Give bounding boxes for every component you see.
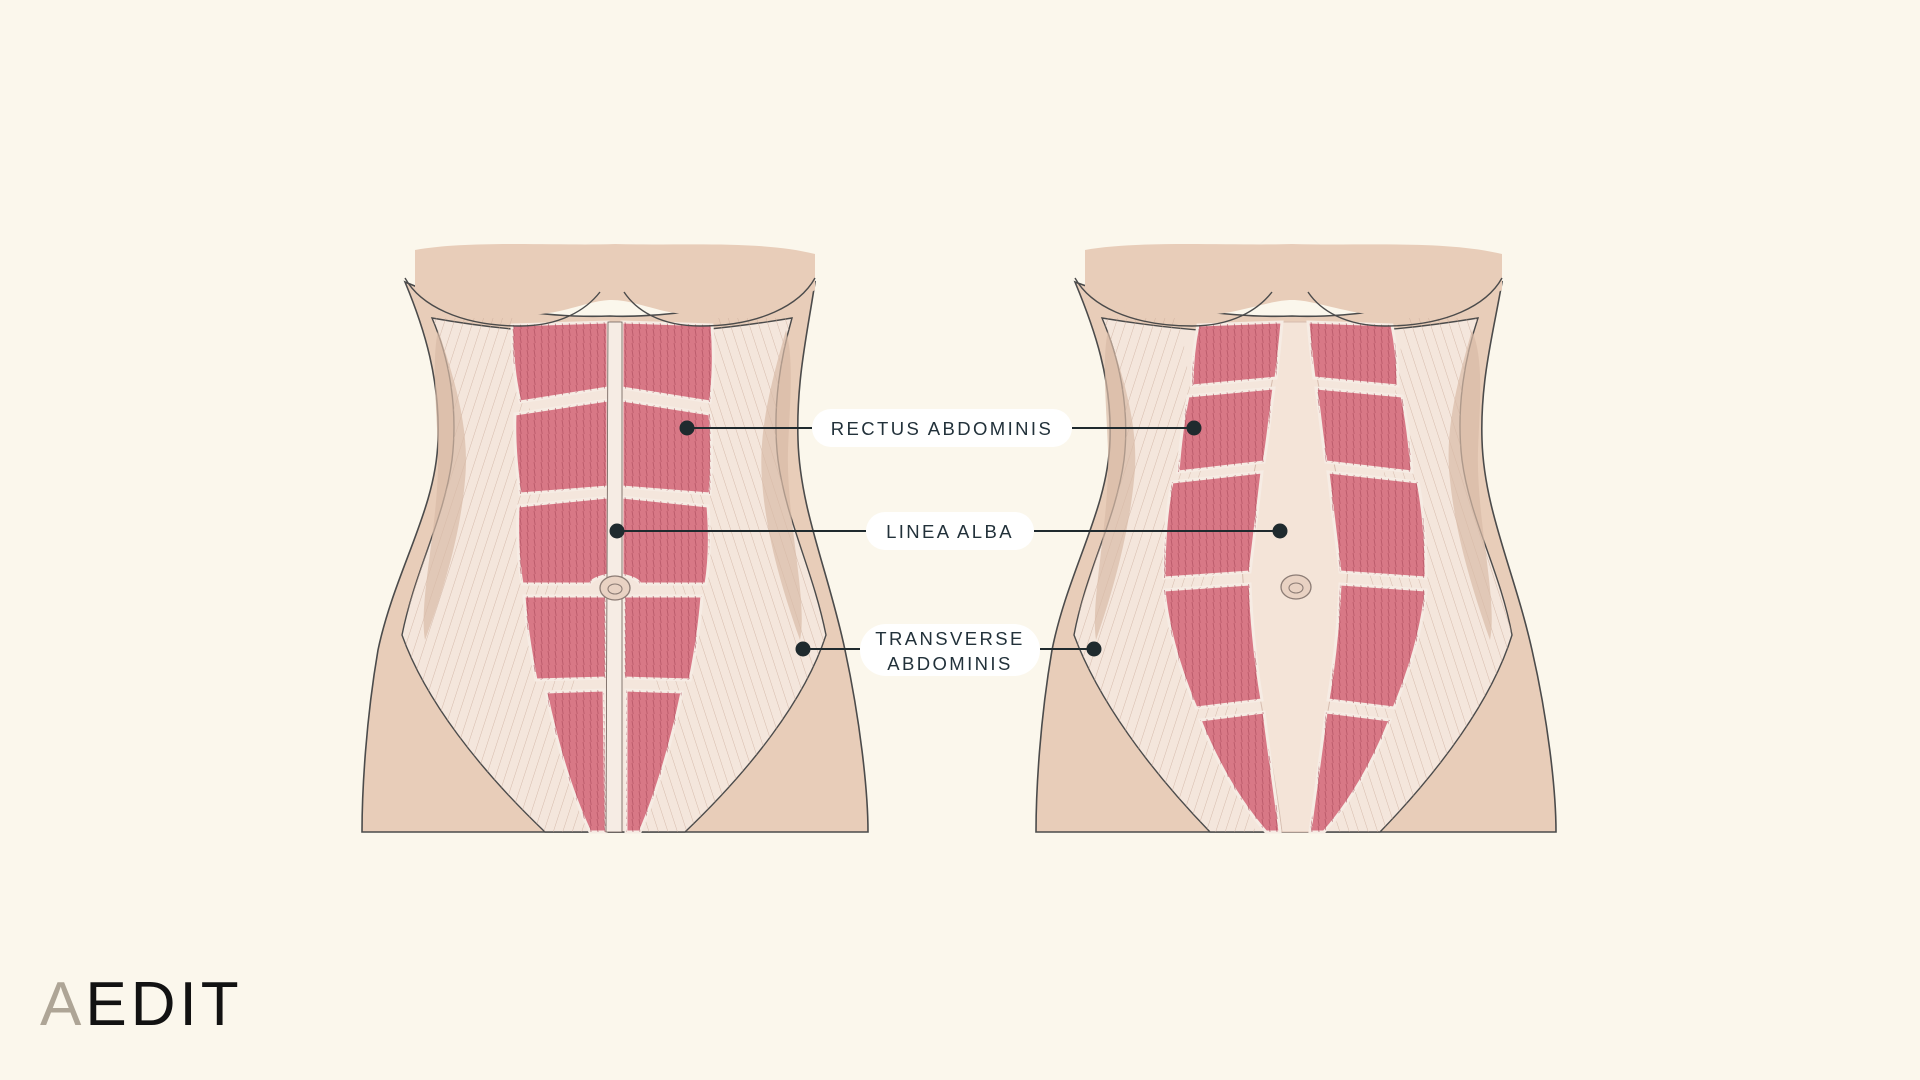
label-text-linea: LINEA ALBA: [886, 521, 1014, 542]
label-rectus-abdominis: RECTUS ABDOMINIS: [679, 409, 1202, 447]
bust-diastasis: [1085, 244, 1502, 316]
bust-normal: [415, 244, 815, 316]
torso-diastasis: [1035, 244, 1557, 834]
rectus-left-column-normal: [510, 320, 610, 834]
navel-diastasis: [1280, 574, 1312, 600]
pointer-linea-diastasis: [1272, 523, 1288, 539]
logo-letter-a: A: [40, 970, 86, 1039]
label-text-transverse-line1: TRANSVERSE: [875, 628, 1024, 649]
pointer-transverse-normal: [795, 641, 811, 657]
label-pill-rectus: [812, 409, 1072, 447]
rectus-left-column-diastasis: [1162, 320, 1284, 834]
pointer-rectus-diastasis: [1186, 420, 1202, 436]
torso-normal: [361, 244, 869, 834]
pointer-rectus-normal: [679, 420, 695, 436]
rectus-right-column-diastasis: [1306, 320, 1428, 834]
pointer-transverse-diastasis: [1086, 641, 1102, 657]
pointer-linea-normal: [609, 523, 625, 539]
logo-letters-edit: EDIT: [85, 970, 243, 1039]
navel-normal: [599, 575, 631, 601]
label-text-rectus: RECTUS ABDOMINIS: [831, 418, 1053, 439]
label-text-transverse-line2: ABDOMINIS: [887, 653, 1012, 674]
label-pill-linea: [866, 512, 1034, 550]
label-transverse-abdominis: TRANSVERSE ABDOMINIS: [795, 624, 1102, 676]
label-pill-transverse: [860, 624, 1040, 676]
label-linea-alba: LINEA ALBA: [609, 512, 1288, 550]
aedit-logo: AEDIT: [40, 974, 243, 1036]
